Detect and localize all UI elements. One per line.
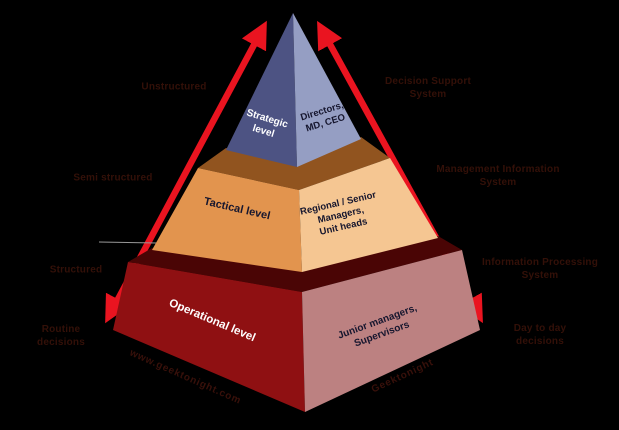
ips-line1: Information Processing: [481, 257, 599, 269]
strategic-right-face: [293, 13, 361, 167]
bottom-right-line1: Day to day: [513, 323, 567, 335]
tactical-left-face: [152, 168, 302, 272]
structured-annotation: Structured: [49, 264, 103, 276]
bottom-right-line2: decisions: [516, 336, 564, 347]
mis-line1: Management Information: [436, 164, 560, 176]
bottom-left-line2: decisions: [37, 337, 85, 348]
mis-line2: System: [479, 177, 517, 188]
operational-right-face: [302, 250, 480, 412]
unstructured-annotation: Unstructured: [141, 81, 207, 93]
information-processing-system-annotation: Information Processing System: [482, 257, 598, 283]
operational-left-face: [113, 262, 305, 412]
dss-line1: Decision Support: [385, 76, 471, 88]
tactical-tier-rim: [198, 137, 390, 190]
bottom-left-line1: Routine: [41, 324, 81, 336]
bottom-left-annotation: Routine decisions: [37, 324, 85, 350]
tactical-right-face: [299, 158, 438, 272]
ips-line2: System: [521, 270, 559, 281]
decision-support-system-annotation: Decision Support System: [385, 76, 471, 102]
management-information-system-annotation: Management Information System: [436, 164, 559, 190]
structured-leader-line: [98, 241, 158, 244]
operational-tier-rim: [128, 236, 462, 292]
dss-line2: System: [409, 89, 447, 100]
semi-structured-annotation: Semi structured: [73, 172, 153, 184]
bottom-right-annotation: Day to day decisions: [514, 323, 567, 349]
strategic-left-face: [226, 13, 297, 167]
